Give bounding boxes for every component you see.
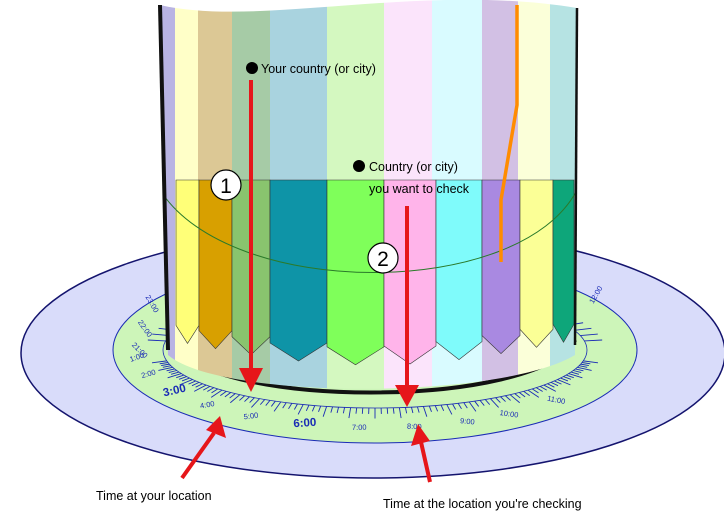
dial-hour-label: 6:00 <box>293 417 317 431</box>
time-checking-location-label: Time at the location you're checking <box>383 497 582 511</box>
check-country-bullet <box>353 160 365 172</box>
your-country-label: Your country (or city) <box>261 62 376 76</box>
your-country-bullet <box>246 62 258 74</box>
time-zone-tab <box>520 180 553 347</box>
time-zone-tab <box>199 180 232 349</box>
dial-hour-label: 7:00 <box>352 423 367 432</box>
dial-hour-label: 9:00 <box>460 416 475 426</box>
step-2-number: 2 <box>377 248 389 271</box>
check-country-label-2: you want to check <box>369 182 470 196</box>
time-zone-tab <box>176 180 199 343</box>
step-1-number: 1 <box>220 175 232 198</box>
check-country-label: Country (or city) <box>369 160 458 174</box>
time-your-location-label: Time at your location <box>96 489 212 503</box>
dial-hour-label: 5:00 <box>243 411 259 422</box>
time-zone-tab <box>553 180 574 342</box>
time-zone-tab <box>270 180 327 361</box>
time-zone-tab <box>436 180 482 360</box>
